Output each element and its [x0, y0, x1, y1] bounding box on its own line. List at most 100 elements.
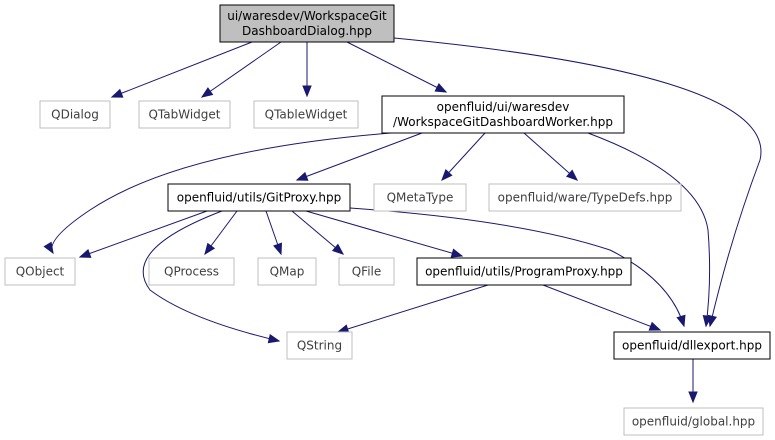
edge-arrowhead [676, 314, 686, 328]
node-qmetatype[interactable]: QMetaType [373, 183, 467, 212]
node-box [488, 183, 682, 212]
edge-arrowhead [434, 83, 448, 93]
node-label: openfluid/global.hpp [632, 415, 755, 429]
node-box [219, 4, 395, 43]
edge-arrowhead [267, 333, 281, 344]
edge-arrowhead [200, 87, 214, 98]
node-label: openfluid/ui/waresdev [437, 100, 570, 114]
edge-gitproxy-to-qstring [142, 210, 281, 344]
edge-line [296, 132, 423, 181]
edge-arrowhead [302, 85, 312, 98]
node-label: openfluid/utils/ProgramProxy.hpp [425, 265, 623, 279]
edge-root-to-worker [346, 41, 448, 93]
node-typedefs[interactable]: openfluid/ware/TypeDefs.hpp [488, 183, 682, 212]
edge-line [346, 41, 447, 93]
node-label: QFile [352, 265, 382, 279]
edge-gitproxy-to-qprocess [204, 210, 238, 256]
node-box [613, 331, 771, 360]
edge-arrowhead [295, 171, 309, 181]
edge-arrowhead [648, 321, 662, 331]
node-label: openfluid/utils/GitProxy.hpp [177, 191, 342, 205]
node-label: ui/waresdev/WorkspaceGit [227, 9, 387, 23]
node-box [253, 100, 359, 129]
node-box [257, 257, 317, 286]
edge-line [523, 132, 578, 181]
edge-arrowhead [43, 241, 54, 255]
edge-line [305, 210, 463, 257]
node-label: openfluid/dllexport.hpp [622, 339, 762, 353]
node-box [148, 257, 235, 286]
node-worker[interactable]: openfluid/ui/waresdev/WorkspaceGitDashbo… [381, 95, 625, 134]
edge-arrowhead [702, 314, 713, 328]
node-qmap[interactable]: QMap [257, 257, 317, 286]
edge-line [291, 210, 344, 255]
node-box [138, 100, 231, 129]
node-label: QString [297, 339, 342, 353]
node-global[interactable]: openfluid/global.hpp [623, 407, 764, 436]
node-label: QMap [270, 265, 305, 279]
edge-line [142, 210, 280, 342]
edge-line [393, 37, 762, 327]
edge-programproxy-to-qstring [336, 284, 489, 334]
node-label: QProcess [164, 265, 219, 279]
node-box [39, 100, 111, 129]
node-layer: ui/waresdev/WorkspaceGitDashboardDialog.… [4, 4, 771, 436]
node-box [286, 331, 353, 360]
node-box [381, 95, 625, 134]
node-box [338, 257, 395, 286]
edge-arrowhead [688, 391, 698, 404]
node-label: QMetaType [387, 191, 454, 205]
node-box [4, 257, 76, 286]
node-qstring[interactable]: QString [286, 331, 353, 360]
node-qobject[interactable]: QObject [4, 257, 76, 286]
edge-arrowhead [331, 243, 345, 255]
node-label: QDialog [51, 108, 99, 122]
node-qtablewidget[interactable]: QTableWidget [253, 100, 359, 129]
edge-worker-to-dllexport [587, 132, 713, 328]
edge-line [337, 284, 489, 333]
node-dllexport[interactable]: openfluid/dllexport.hpp [613, 331, 771, 360]
edge-arrowhead [273, 242, 283, 256]
edge-line [441, 132, 486, 181]
edge-arrowhead [204, 242, 216, 256]
node-programproxy[interactable]: openfluid/utils/ProgramProxy.hpp [416, 257, 632, 286]
edge-line [51, 132, 392, 254]
node-label: DashboardDialog.hpp [242, 24, 372, 38]
edge-arrowhead [78, 248, 92, 258]
edge-gitproxy-to-programproxy [305, 210, 464, 258]
edge-arrowhead [450, 248, 464, 258]
node-box [623, 407, 764, 436]
edge-arrowhead [441, 169, 453, 181]
edge-line [542, 284, 661, 331]
edge-line [111, 41, 253, 98]
edge-worker-to-gitproxy [295, 132, 423, 181]
edge-line [349, 207, 685, 327]
edge-line [201, 41, 282, 98]
node-box [416, 257, 632, 286]
node-qdialog[interactable]: QDialog [39, 100, 111, 129]
edge-arrowhead [566, 169, 579, 181]
node-label: /WorkspaceGitDashboardWorker.hpp [393, 115, 613, 129]
edge-gitproxy-to-qfile [291, 210, 345, 255]
edge-line [79, 210, 208, 258]
node-gitproxy[interactable]: openfluid/utils/GitProxy.hpp [167, 183, 351, 212]
node-qprocess[interactable]: QProcess [148, 257, 235, 286]
node-box [373, 183, 467, 212]
edge-gitproxy-to-qmap [265, 210, 283, 256]
edge-programproxy-to-dllexport [542, 284, 662, 331]
edge-gitproxy-to-qobject [78, 210, 208, 258]
node-qtabwidget[interactable]: QTabWidget [138, 100, 231, 129]
edge-arrowhead [110, 88, 124, 98]
edge-worker-to-typedefs [523, 132, 579, 181]
edge-root-to-qtabwidget [200, 41, 282, 98]
node-box [167, 183, 351, 212]
edge-line [587, 132, 711, 327]
node-label: QTableWidget [265, 108, 348, 122]
edge-root-to-qtablewidget [302, 42, 312, 98]
edge-root-to-qdialog [110, 41, 253, 98]
node-root[interactable]: ui/waresdev/WorkspaceGitDashboardDialog.… [219, 4, 395, 43]
edge-layer [43, 37, 762, 404]
node-qfile[interactable]: QFile [338, 257, 395, 286]
node-label: QTabWidget [148, 108, 220, 122]
